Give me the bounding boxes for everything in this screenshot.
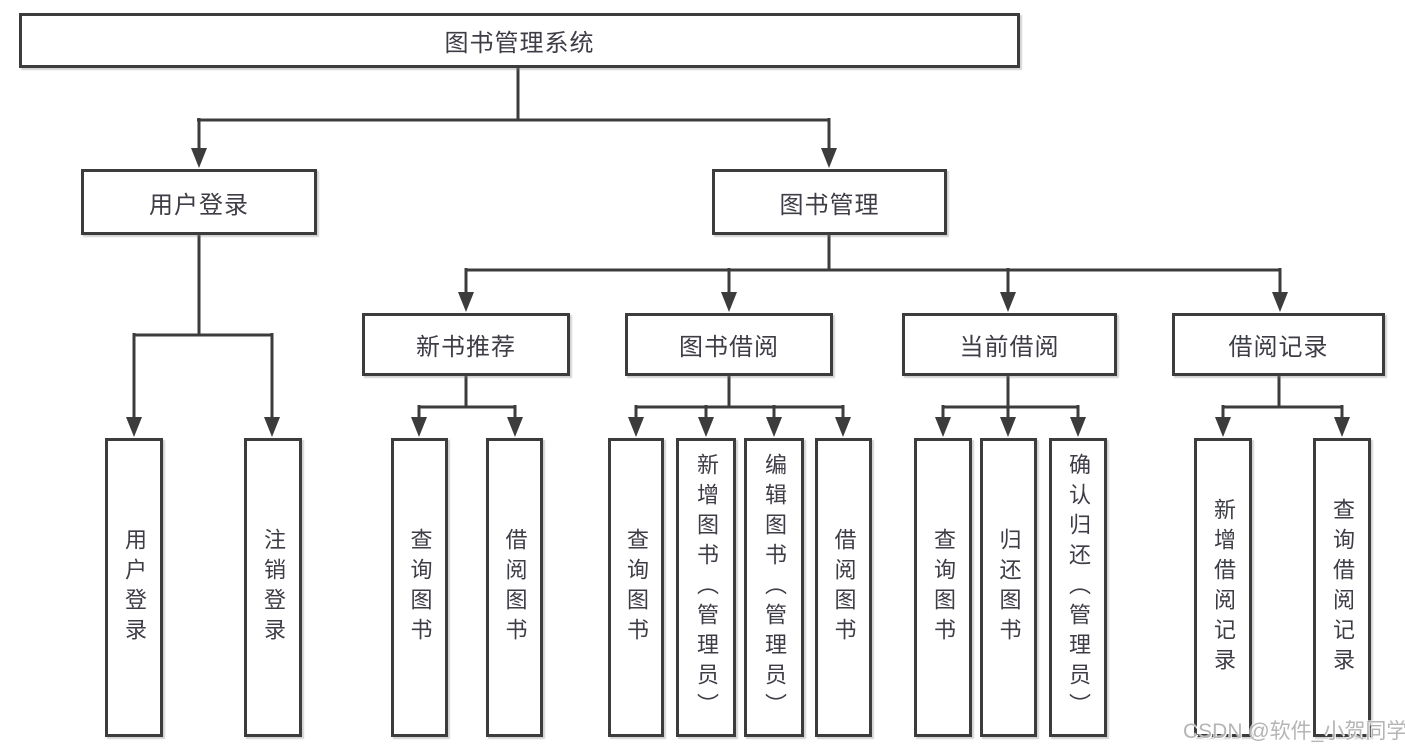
arrow-icon (126, 417, 142, 437)
node-user-login: 用户登录 (81, 169, 317, 235)
node-library-management-system: 图书管理系统 (19, 13, 1020, 68)
node-book-management: 图书管理 (712, 169, 947, 235)
connector-book-mgmt-to-level3 (464, 235, 1282, 294)
leaf-borrow-books-recommend: 借阅图书 (486, 438, 543, 737)
node-new-book-recommend: 新书推荐 (362, 313, 570, 376)
arrow-icon (935, 417, 951, 437)
leaf-query-borrow-record: 查询借阅记录 (1313, 438, 1371, 737)
arrow-icon (698, 417, 714, 437)
connector-borrowing-records-group (1221, 376, 1344, 419)
node-book-borrowing: 图书借阅 (625, 313, 833, 376)
arrow-icon (835, 417, 851, 437)
arrow-icon (1000, 417, 1016, 437)
node-borrowing-records: 借阅记录 (1172, 313, 1385, 376)
arrow-icon (264, 417, 280, 437)
arrow-icon (766, 417, 782, 437)
watermark: CSDN @软件_小贺同学 (1183, 720, 1405, 743)
leaf-user-login: 用户登录 (105, 438, 163, 737)
leaf-confirm-return-admin: 确认归还（管理员） (1049, 438, 1107, 737)
leaf-add-book-admin: 新增图书（管理员） (676, 438, 736, 737)
arrow-icon (1000, 292, 1016, 312)
node-current-borrowing: 当前借阅 (902, 313, 1117, 376)
connector-new-book-group (417, 376, 517, 419)
arrow-icon (721, 292, 737, 312)
leaf-query-books-current: 查询图书 (914, 438, 972, 737)
arrow-icon (191, 148, 207, 168)
leaf-edit-book-admin: 编辑图书（管理员） (744, 438, 804, 737)
leaf-logout: 注销登录 (244, 438, 302, 737)
arrow-icon (1272, 292, 1288, 312)
arrow-icon (1334, 417, 1350, 437)
arrow-icon (411, 417, 427, 437)
leaf-borrow-books: 借阅图书 (815, 438, 872, 737)
arrow-icon (628, 417, 644, 437)
arrow-icon (1215, 417, 1231, 437)
arrow-icon (1070, 417, 1086, 437)
leaf-query-books-borrowing: 查询图书 (608, 438, 664, 737)
arrow-icon (507, 417, 523, 437)
connector-root-to-level2 (197, 68, 831, 150)
connector-user-login-to-leaves (132, 235, 274, 419)
arrow-icon (821, 148, 837, 168)
arrowheads (126, 148, 1350, 437)
leaf-query-books-recommend: 查询图书 (391, 438, 448, 737)
arrow-icon (458, 292, 474, 312)
connector-current-borrowing-group (941, 376, 1080, 419)
leaf-add-borrow-record: 新增借阅记录 (1194, 438, 1252, 737)
connector-book-borrowing-group (634, 376, 845, 419)
leaf-return-books: 归还图书 (980, 438, 1037, 737)
